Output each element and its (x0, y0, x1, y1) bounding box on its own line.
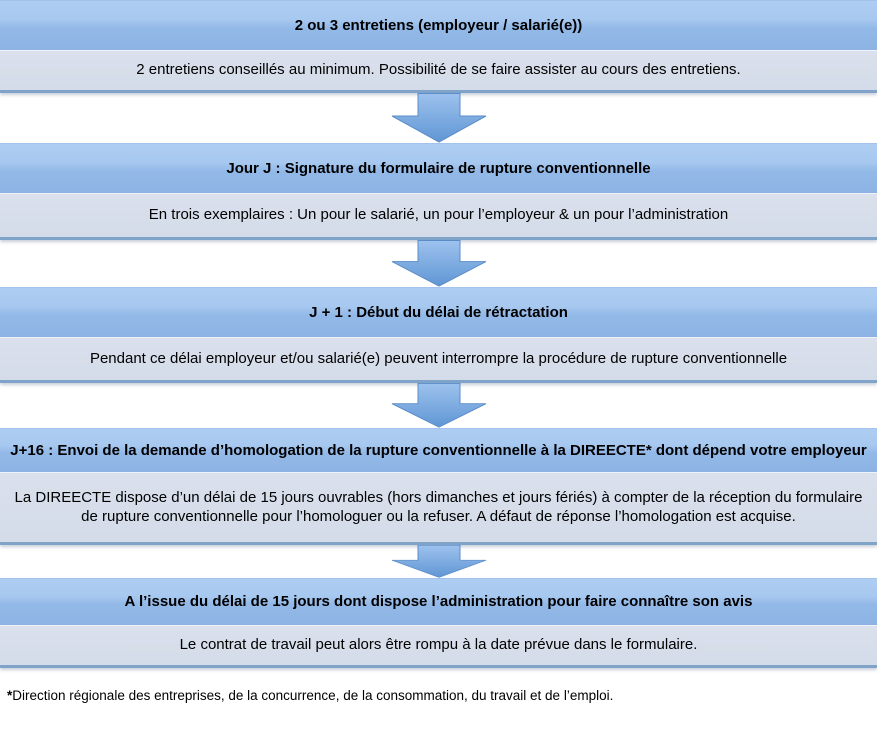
step-body-label: En trois exemplaires : Un pour le salari… (148, 206, 729, 224)
step-header: J + 1 : Début du délai de rétractation (0, 287, 877, 337)
step-body-label: 2 entretiens conseillés au minimum. Poss… (136, 61, 741, 79)
step-body: La DIREECTE dispose d’un délai de 15 jou… (0, 472, 877, 545)
step-body: Le contrat de travail peut alors être ro… (0, 625, 877, 668)
step-body-label: Pendant ce délai employeur et/ou salarié… (89, 349, 788, 367)
step-header: 2 ou 3 entretiens (employeur / salarié(e… (0, 0, 877, 50)
down-arrow-icon (391, 93, 486, 143)
connector (0, 545, 877, 578)
step-body: Pendant ce délai employeur et/ou salarié… (0, 337, 877, 383)
step-header-label: 2 ou 3 entretiens (employeur / salarié(e… (294, 16, 583, 34)
step-header-label: J+16 : Envoi de la demande d’homologatio… (10, 441, 867, 459)
down-arrow-icon (391, 545, 486, 578)
footnote-text: Direction régionale des entreprises, de … (12, 688, 614, 703)
connector (0, 93, 877, 143)
step-header-label: Jour J : Signature du formulaire de rupt… (226, 159, 651, 177)
step-header-label: A l’issue du délai de 15 jours dont disp… (124, 593, 753, 611)
down-arrow-icon (391, 383, 486, 428)
footnote: *Direction régionale des entreprises, de… (0, 668, 877, 703)
step-body: 2 entretiens conseillés au minimum. Poss… (0, 50, 877, 93)
step-body-label: La DIREECTE dispose d’un délai de 15 jou… (14, 488, 863, 525)
connector (0, 383, 877, 428)
flowchart: 2 ou 3 entretiens (employeur / salarié(e… (0, 0, 877, 703)
step-header: Jour J : Signature du formulaire de rupt… (0, 143, 877, 193)
down-arrow-icon (391, 240, 486, 287)
footnote-asterisk: * (7, 688, 13, 703)
step-body: En trois exemplaires : Un pour le salari… (0, 193, 877, 240)
connector (0, 240, 877, 287)
step-header: A l’issue du délai de 15 jours dont disp… (0, 578, 877, 625)
step-header-label: J + 1 : Début du délai de rétractation (309, 303, 568, 321)
step-body-label: Le contrat de travail peut alors être ro… (179, 636, 698, 654)
step-header: J+16 : Envoi de la demande d’homologatio… (0, 428, 877, 472)
